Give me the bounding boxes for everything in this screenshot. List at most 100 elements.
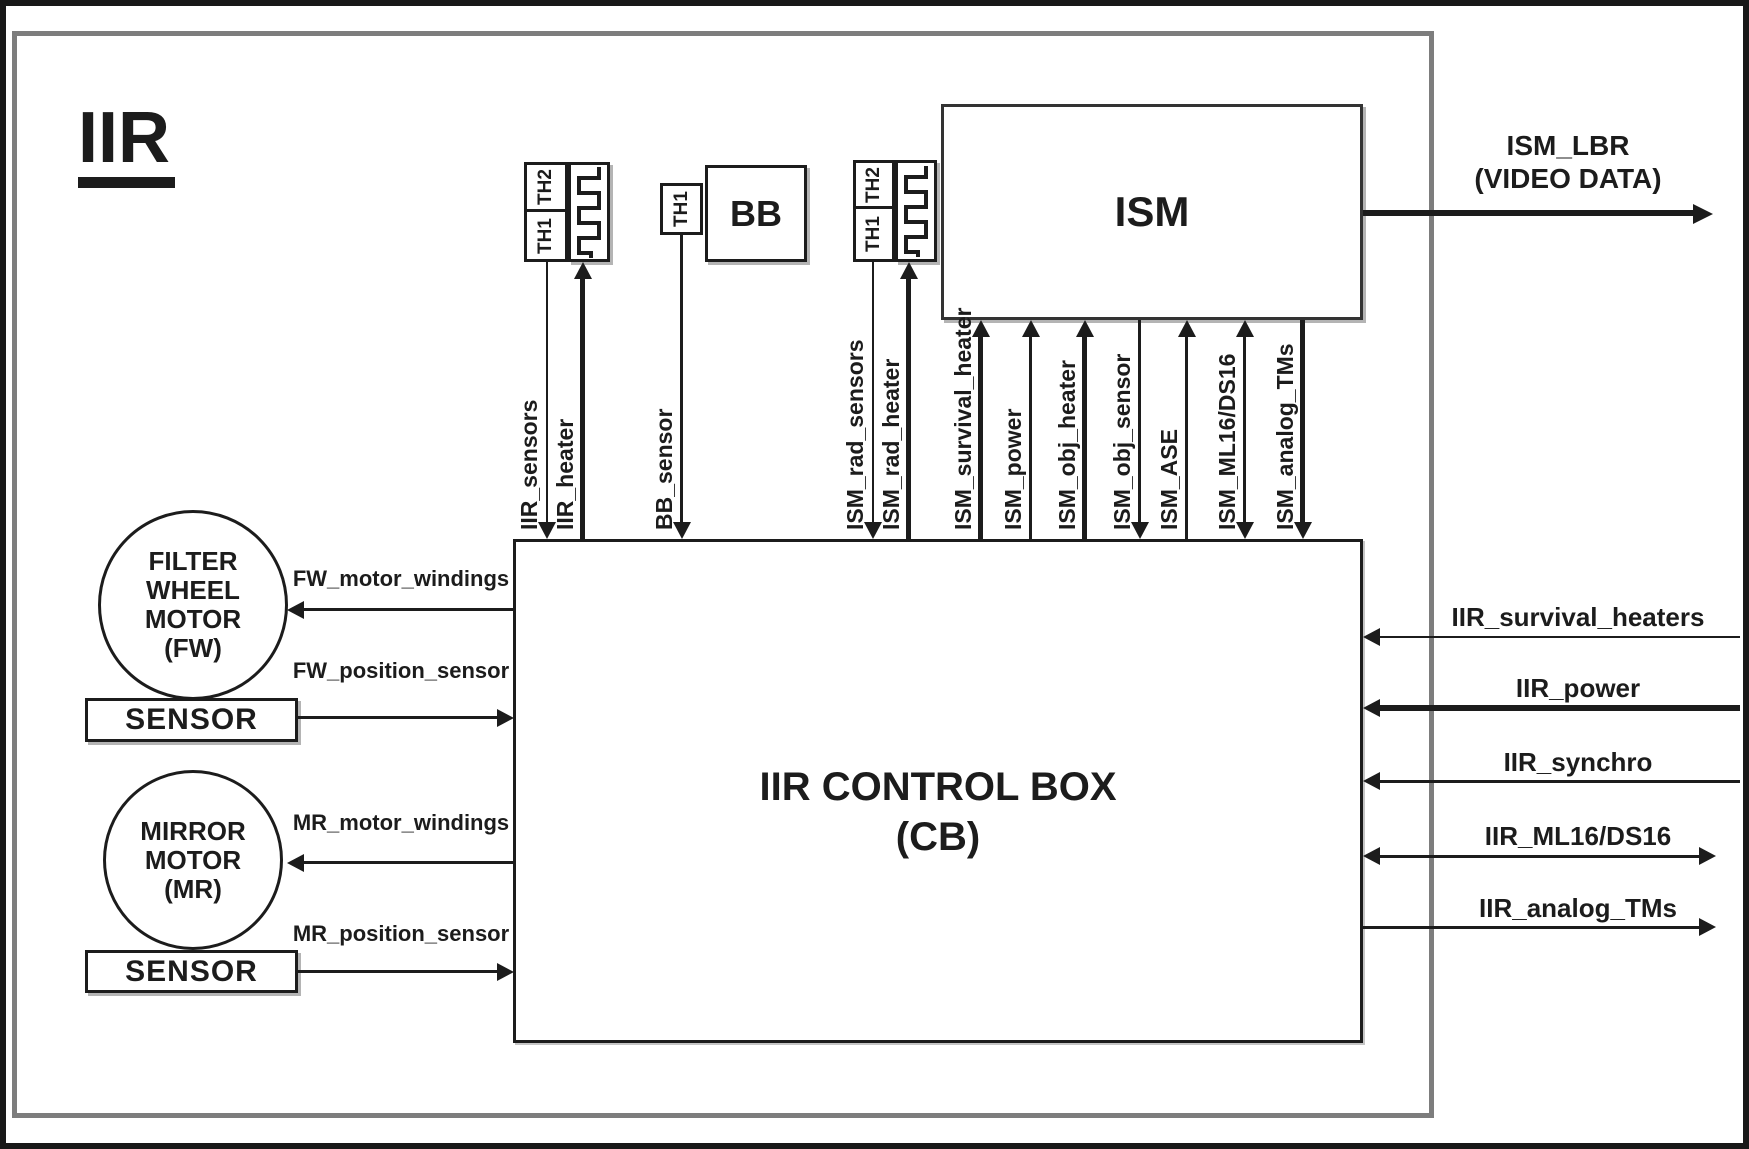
arrowhead-up (1236, 320, 1254, 337)
signal-line-iir-power (1379, 705, 1740, 711)
signal-line-ism-obj-sensor (1138, 320, 1141, 523)
signal-label-fw-position-sensor: FW_position_sensor (292, 658, 510, 683)
arrowhead-left (1363, 847, 1380, 865)
signal-label-iir-analog-tms: IIR_analog_TMs (1479, 893, 1677, 923)
heater-icon (904, 166, 928, 257)
signal-line-iir-heater (580, 278, 585, 539)
thermistor-label: TH2 (863, 166, 884, 203)
mirror-motor: MIRROR MOTOR (MR) (103, 770, 283, 950)
arrowhead-right (1693, 204, 1713, 224)
signal-line-ism-power (1029, 336, 1032, 539)
mr-sensor-box: SENSOR (85, 950, 298, 993)
arrowhead-left (1363, 699, 1380, 717)
signal-line-mr-motor-windings (303, 861, 513, 864)
heater-symbol-box-ism (895, 160, 937, 262)
arrowhead-left (287, 601, 304, 619)
bb-box: BB (705, 165, 807, 262)
mr-motor-line: (MR) (164, 873, 222, 904)
signal-label-ism-rad-heater: ISM_rad_heater (878, 358, 904, 530)
heater-icon (577, 167, 601, 258)
arrowhead-left (1363, 772, 1380, 790)
mr-motor-line: MIRROR (140, 815, 246, 846)
arrowhead-up (900, 262, 918, 279)
signal-label-ism-analog-tms: ISM_analog_TMs (1272, 343, 1298, 530)
signal-line-ism-obj-heater (1082, 336, 1087, 539)
signal-line-fw-position-sensor (298, 716, 497, 719)
thermistor-label: TH2 (535, 169, 556, 205)
signal-label-iir-ml16-ds16: IIR_ML16/DS16 (1484, 821, 1672, 851)
mr-motor-line: MOTOR (144, 844, 242, 875)
ism-box: ISM (941, 104, 1363, 320)
signal-line-ism-rad-heater (906, 278, 911, 539)
ism-label: ISM (1114, 188, 1190, 235)
bb-label: BB (730, 192, 782, 234)
signal-label-ism-ml16-ds16: ISM_ML16/DS16 (1214, 353, 1240, 530)
arrowhead-up (1178, 320, 1196, 337)
thermistor-label: TH1 (535, 217, 556, 254)
thermistor-label: TH1 (670, 191, 692, 227)
heater-symbol-box (568, 162, 610, 262)
fw-sensor-label: SENSOR (125, 703, 258, 736)
arrowhead-left (1363, 628, 1380, 646)
signal-line-fw-motor-windings (303, 608, 513, 611)
arrowhead-down (1236, 522, 1254, 539)
signal-line-iir-synchro (1379, 780, 1740, 783)
page-title: IIR (78, 102, 176, 188)
signal-label-fw-motor-windings: FW_motor_windings (292, 566, 510, 591)
arrowhead-down (1131, 522, 1149, 539)
signal-label-ism-power: ISM_power (1000, 408, 1026, 530)
mr-sensor-label: SENSOR (125, 954, 258, 988)
ism-lbr-label-line2: (VIDEO DATA) (1474, 163, 1662, 194)
signal-label-mr-position-sensor: MR_position_sensor (292, 921, 510, 946)
thermistor-cell-th1-ism: TH1 (853, 206, 895, 262)
signal-line-mr-position-sensor (298, 970, 497, 973)
control-box-label-line2: (CB) (895, 815, 981, 859)
signal-line-ism-ase (1185, 336, 1188, 539)
thermistor-cell-th2-ism: TH2 (853, 160, 895, 209)
arrowhead-right (497, 963, 514, 981)
signal-label-iir-power: IIR_power (1515, 673, 1641, 703)
thermistor-cell-th2: TH2 (524, 162, 568, 212)
fw-sensor-box: SENSOR (85, 698, 298, 742)
arrowhead-up (972, 320, 990, 337)
signal-label-ism-rad-sensors: ISM_rad_sensors (842, 339, 868, 530)
signal-line-ism-ml16-ds16 (1243, 336, 1246, 523)
signal-line-ism-analog-tms (1300, 320, 1305, 523)
arrowhead-down (864, 522, 882, 539)
signal-label-ism-obj-sensor: ISM_obj_sensor (1109, 353, 1135, 530)
arrowhead-right (1699, 918, 1716, 936)
control-box-label-line1: IIR CONTROL BOX (759, 765, 1117, 809)
arrowhead-up (1022, 320, 1040, 337)
filter-wheel-motor: FILTER WHEEL MOTOR (FW) (98, 510, 288, 700)
control-box (513, 539, 1363, 1043)
thermistor-cell-th1-bb: TH1 (660, 183, 703, 235)
arrowhead-up (574, 262, 592, 279)
arrowhead-right (1699, 847, 1716, 865)
arrowhead-up (1076, 320, 1094, 337)
signal-label-ism-survival-heater: ISM_survival_heater (950, 307, 976, 530)
signal-line-iir-analog-tms (1363, 926, 1699, 929)
signal-line-bb-sensor (680, 235, 683, 523)
arrowhead-down (673, 522, 691, 539)
fw-motor-line: FILTER (148, 546, 238, 576)
signal-label-ism-obj-heater: ISM_obj_heater (1054, 360, 1080, 530)
signal-label-ism-ase: ISM_ASE (1156, 429, 1182, 530)
signal-line-iir-survival-heaters (1379, 636, 1740, 638)
signal-line-ism-survival-heater (978, 336, 983, 539)
signal-label-bb-sensor: BB_sensor (651, 408, 677, 530)
arrowhead-left (287, 854, 304, 872)
signal-line-iir-ml16-ds16 (1379, 855, 1699, 858)
fw-motor-line: WHEEL (146, 575, 240, 605)
signal-label-iir-sensors: IIR_sensors (516, 399, 542, 530)
fw-motor-line: (FW) (164, 633, 222, 663)
arrowhead-down (1294, 522, 1312, 539)
signal-line-ism-lbr (1363, 210, 1697, 216)
fw-motor-line: MOTOR (144, 604, 242, 634)
signal-label-iir-heater: IIR_heater (552, 418, 578, 530)
thermistor-label: TH1 (863, 216, 884, 252)
signal-line-ism-rad-sensors (872, 262, 874, 523)
ism-lbr-label-line1: ISM_LBR (1506, 130, 1630, 161)
thermistor-cell-th1: TH1 (524, 209, 568, 262)
